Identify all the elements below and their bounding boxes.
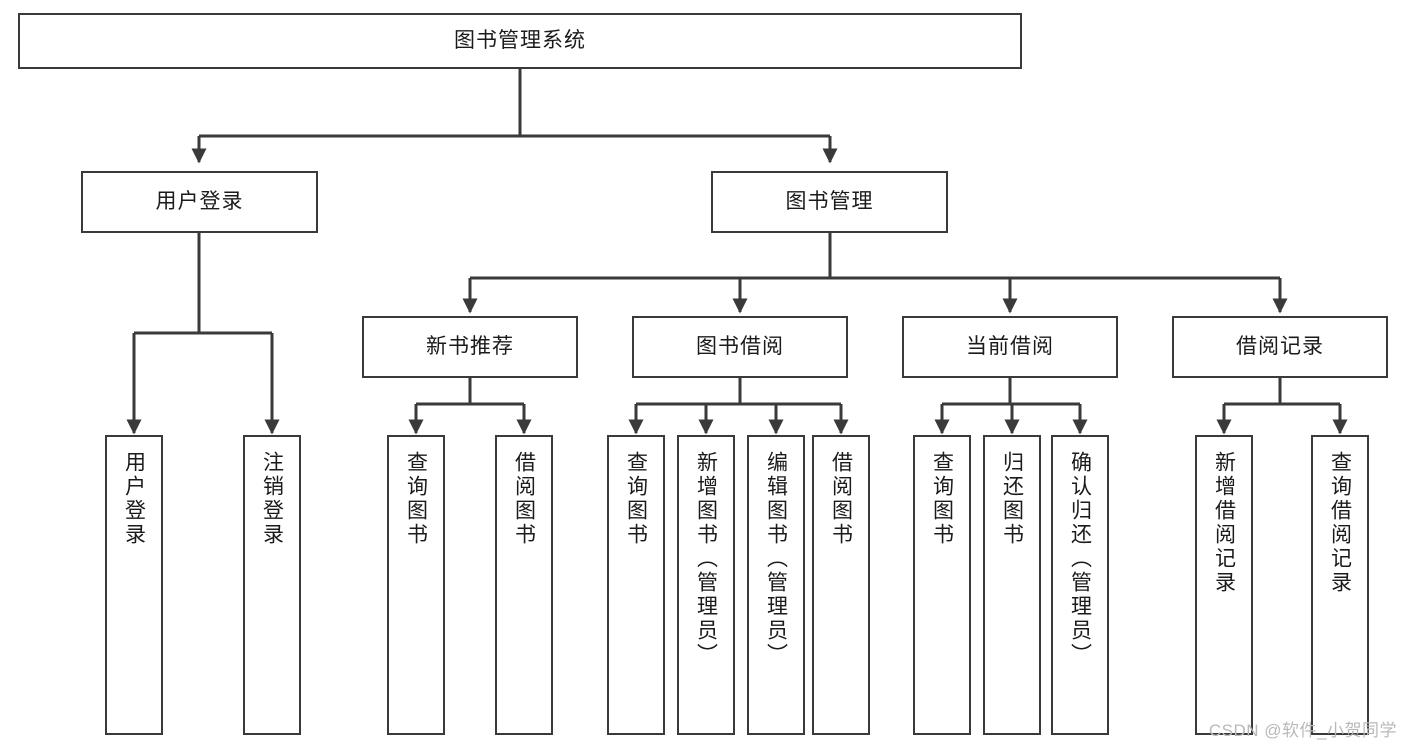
node-label: 用户登录 [155,189,244,213]
node-new-book-recommend[interactable]: 新书推荐 [362,316,578,378]
node-label: 借阅图书 [512,451,536,547]
watermark-text: CSDN @软件_小贺同学 [1208,721,1397,740]
leaf-edit-book[interactable]: 编辑图书（管理员） [747,435,805,735]
leaf-query-book-recommend[interactable]: 查询图书 [387,435,445,735]
node-label: 借阅图书 [829,451,853,547]
node-user-login[interactable]: 用户登录 [81,171,318,233]
node-label: 查询图书 [624,451,648,547]
leaf-user-login[interactable]: 用户登录 [105,435,163,735]
node-label: 查询图书 [930,451,954,547]
node-label: 图书管理系统 [454,28,586,52]
leaf-borrow-book-recommend[interactable]: 借阅图书 [495,435,553,735]
node-label: 归还图书 [1000,451,1024,547]
leaf-add-book[interactable]: 新增图书（管理员） [677,435,735,735]
leaf-add-borrow-record[interactable]: 新增借阅记录 [1195,435,1253,735]
node-label: 当前借阅 [966,334,1054,358]
node-label: 注销登录 [260,451,284,547]
node-book-manage[interactable]: 图书管理 [711,171,948,233]
leaf-logout-login[interactable]: 注销登录 [243,435,301,735]
node-label: 新增图书（管理员） [694,451,718,667]
node-label: 新增借阅记录 [1212,451,1236,595]
leaf-query-book-borrow[interactable]: 查询图书 [607,435,665,735]
node-book-borrow[interactable]: 图书借阅 [632,316,848,378]
node-current-borrow[interactable]: 当前借阅 [902,316,1118,378]
node-label: 编辑图书（管理员） [764,451,788,667]
node-label: 用户登录 [122,451,146,547]
leaf-borrow-book[interactable]: 借阅图书 [812,435,870,735]
node-label: 确认归还（管理员） [1068,451,1092,667]
node-label: 查询图书 [404,451,428,547]
leaf-query-book-current[interactable]: 查询图书 [913,435,971,735]
node-label: 新书推荐 [426,334,514,358]
node-label: 查询借阅记录 [1328,451,1352,595]
node-borrow-record[interactable]: 借阅记录 [1172,316,1388,378]
node-label: 借阅记录 [1236,334,1324,358]
leaf-return-book[interactable]: 归还图书 [983,435,1041,735]
node-label: 图书管理 [785,189,874,213]
node-label: 图书借阅 [696,334,784,358]
node-root-system[interactable]: 图书管理系统 [18,13,1022,69]
leaf-confirm-return[interactable]: 确认归还（管理员） [1051,435,1109,735]
leaf-query-borrow-record[interactable]: 查询借阅记录 [1311,435,1369,735]
